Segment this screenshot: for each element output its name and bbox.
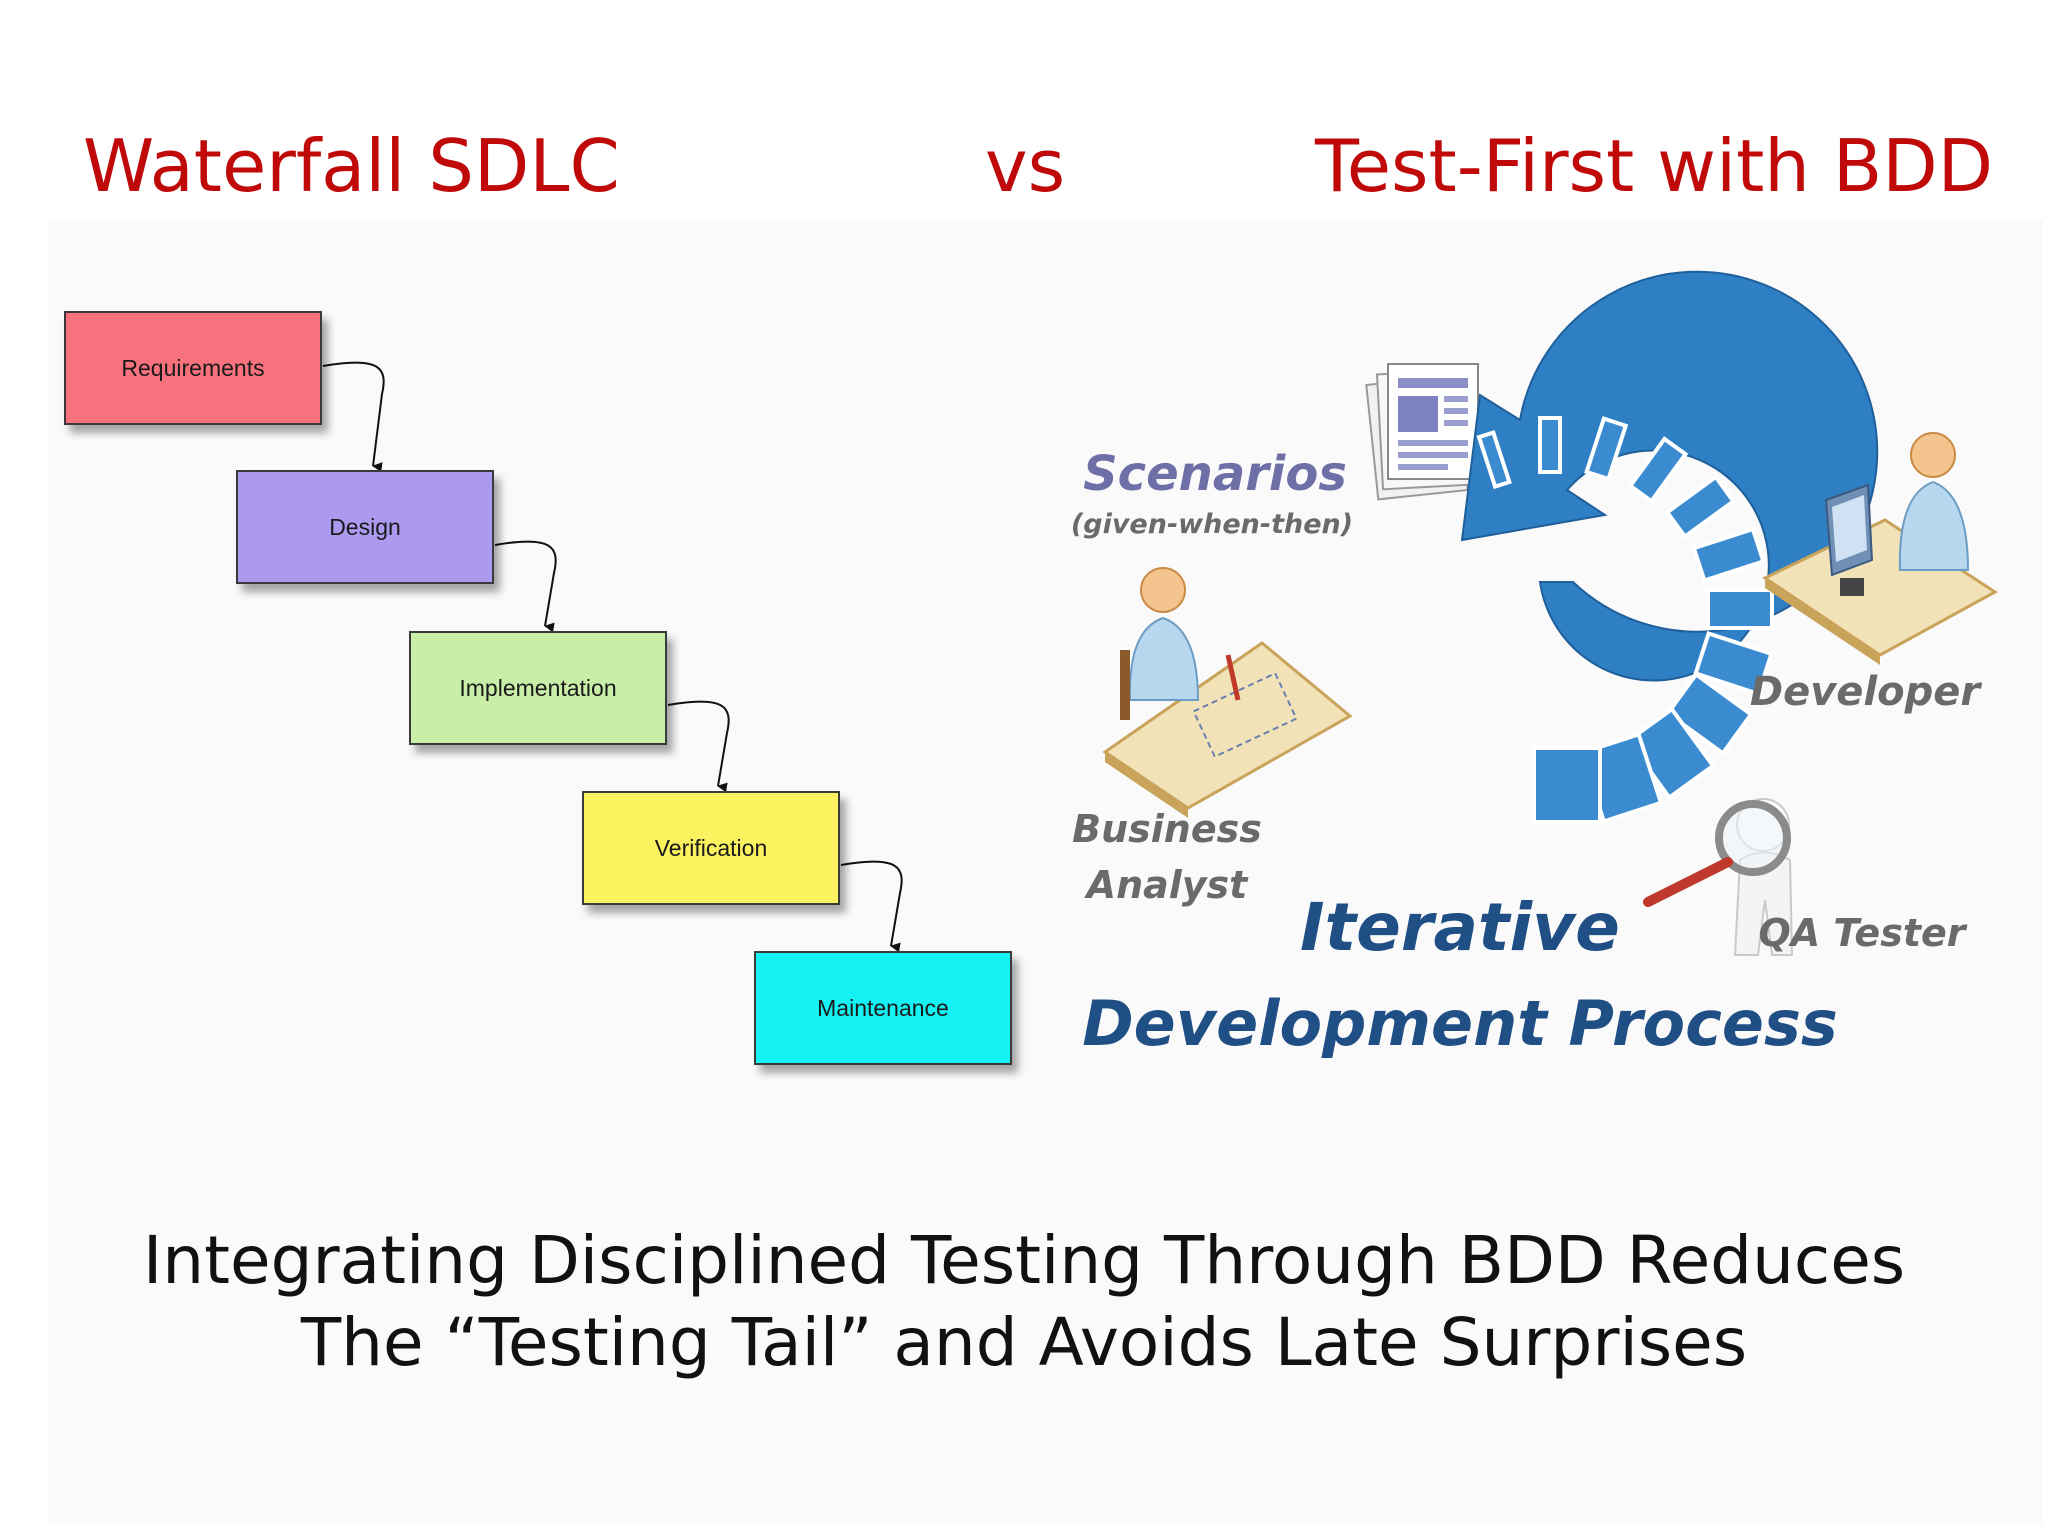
stage-implementation: Implementation	[409, 631, 667, 745]
connector-arrow	[667, 700, 730, 793]
title-vs: vs	[985, 124, 1066, 208]
business-analyst-label-line2: Analyst	[1084, 863, 1250, 907]
process-title-line2: Development Process	[1082, 987, 1838, 1060]
connector-arrow	[322, 361, 385, 473]
developer-icon	[1761, 432, 1998, 665]
business-analyst-label-line1: Business	[1072, 807, 1262, 851]
stage-label: Requirements	[121, 354, 265, 381]
title-bdd: Test-First with BDD	[1315, 124, 1994, 208]
stage-requirements: Requirements	[64, 311, 322, 425]
cycle-segments	[1476, 416, 1774, 824]
process-title-line1: Iterative	[1300, 889, 1620, 966]
caption-line2: The “Testing Tail” and Avoids Late Surpr…	[300, 1304, 1748, 1381]
connector-arrow	[494, 540, 557, 633]
stage-label: Maintenance	[817, 994, 949, 1021]
scenarios-subtitle: (given-when-then)	[1071, 509, 1353, 540]
stage-label: Verification	[654, 834, 768, 861]
stage-label: Implementation	[459, 674, 617, 701]
business-analyst-icon	[1102, 567, 1353, 818]
stage-verification: Verification	[582, 791, 840, 905]
stage-maintenance: Maintenance	[754, 951, 1012, 1065]
documents-icon	[1365, 363, 1479, 501]
scenarios-title: Scenarios	[1083, 446, 1347, 502]
title-waterfall: Waterfall SDLC	[83, 124, 620, 208]
caption-line1: Integrating Disciplined Testing Through …	[142, 1222, 1906, 1299]
qa-tester-label: QA Tester	[1758, 911, 1967, 955]
stage-label: Design	[329, 513, 401, 540]
iterative-cycle-icon	[1460, 270, 1879, 824]
developer-label: Developer	[1750, 669, 1982, 715]
qa-tester-icon	[1643, 798, 1794, 956]
connector-arrow	[840, 860, 903, 953]
stage-design: Design	[236, 470, 494, 584]
